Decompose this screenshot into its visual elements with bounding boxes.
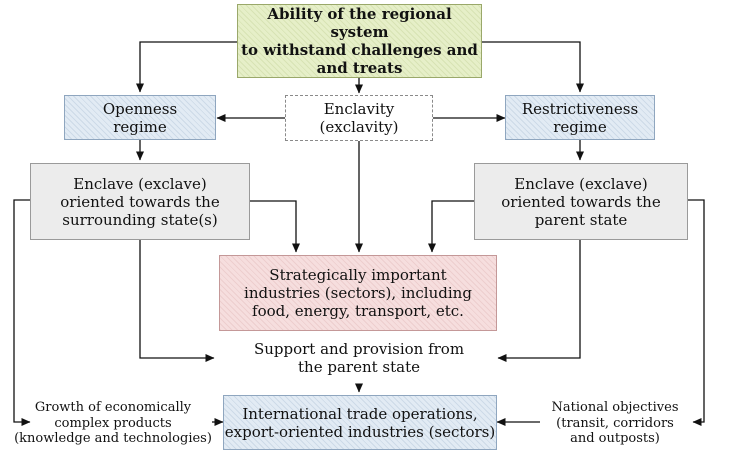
arrow-parent-to-strategic: [428, 200, 474, 253]
arrow-surrounding-to-growth: [13, 199, 31, 426]
arrow-parent-to-support: [497, 240, 581, 362]
enclave-parent-state-box: Enclave (exclave) oriented towards the p…: [474, 163, 688, 240]
arrow-surrounding-to-strategic: [250, 200, 300, 253]
restrictiveness-regime-box: Restrictiveness regime: [505, 95, 655, 140]
arrow-top-to-restrictiveness: [482, 41, 584, 93]
strategic-industries-box: Strategically important industries (sect…: [219, 255, 497, 331]
arrow-top-to-openness: [136, 41, 237, 93]
growth-complex-products-text: Growth of economically complex products …: [14, 400, 212, 447]
parent-state-support-text: Support and provision from the parent st…: [253, 340, 465, 376]
arrow-surrounding-to-support: [139, 240, 215, 362]
enclave-surrounding-state-box: Enclave (exclave) oriented towards the s…: [30, 163, 250, 240]
regional-resilience-box: Ability of the regional system to withst…: [237, 4, 482, 78]
international-trade-box: International trade operations, export-o…: [223, 395, 497, 450]
openness-regime-box: Openness regime: [64, 95, 216, 140]
national-objectives-text: National objectives (transit, corridors …: [551, 400, 679, 447]
arrow-parent-to-national: [688, 199, 705, 426]
enclavity-box: Enclavity (exclavity): [285, 95, 433, 141]
